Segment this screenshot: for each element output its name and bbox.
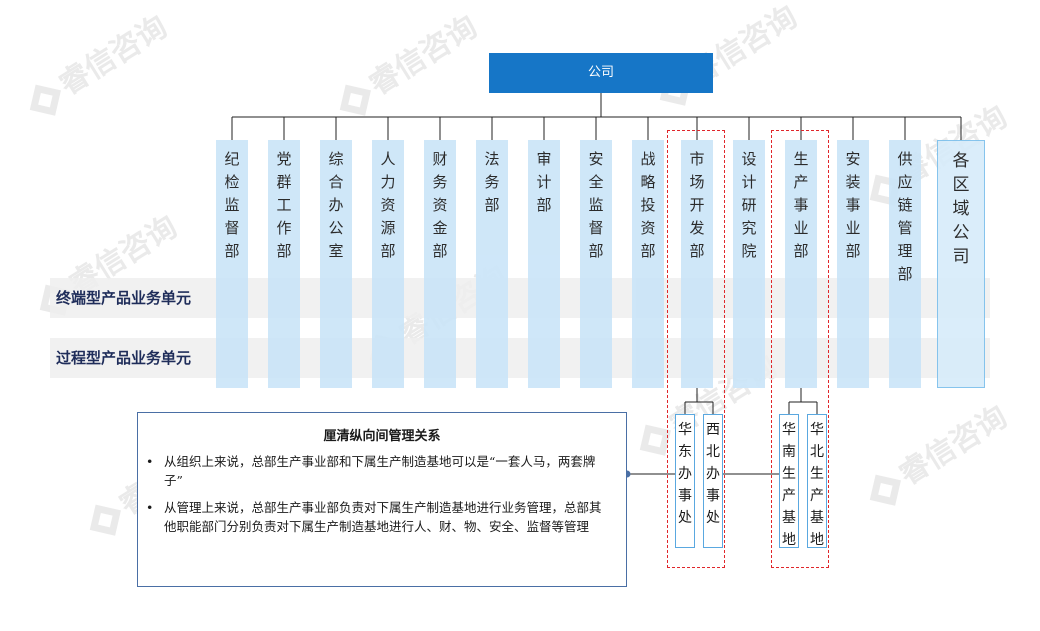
department-label: 安全监督部 [588,150,604,260]
band-label-terminal: 终端型产品业务单元 [56,289,192,307]
department-label: 法务部 [484,150,500,214]
department-label: 供应链管理部 [897,150,913,283]
department-box: 安装事业部 [837,140,869,388]
department-box: 党群工作部 [268,140,300,388]
subunit-label: 华北生产基地 [810,422,824,548]
department-label: 综合办公室 [328,150,344,260]
department-box: 纪检监督部 [216,140,248,388]
department-label: 各区域公司 [952,151,970,267]
department-label: 战略投资部 [640,150,656,260]
department-label: 审计部 [536,150,552,214]
department-box: 审计部 [528,140,560,388]
company-box: 公司 [489,53,713,93]
bullet-icon: • [146,454,154,469]
subunit-box: 华北生产基地 [807,414,827,548]
subunit-box: 西北办事处 [703,414,723,548]
department-box: 设计研究院 [733,140,765,388]
department-label: 设计研究院 [741,150,757,260]
department-box: 战略投资部 [632,140,664,388]
department-label: 市场开发部 [689,150,705,260]
department-box: 法务部 [476,140,508,388]
bullet-icon: • [146,500,154,515]
subunit-label: 华南生产基地 [782,422,796,548]
subunit-label: 西北办事处 [706,422,720,526]
department-box: 安全监督部 [580,140,612,388]
subunit-label: 华东办事处 [678,422,692,526]
department-box: 市场开发部 [681,140,713,388]
department-box: 财务资金部 [424,140,456,388]
note-box: 厘清纵向间管理关系 •从组织上来说，总部生产事业部和下属生产制造基地可以是“一套… [137,412,627,587]
band-label-process: 过程型产品业务单元 [56,349,192,367]
band-process [50,338,990,378]
highlight-production-group [771,130,829,568]
department-label: 党群工作部 [276,150,292,260]
department-box: 生产事业部 [785,140,817,388]
department-box: 综合办公室 [320,140,352,388]
note-item: •从管理上来说，总部生产事业部负责对下属生产制造基地进行业务管理，总部其他职能部… [146,500,602,534]
department-box: 供应链管理部 [889,140,921,388]
subunit-box: 华东办事处 [675,414,695,548]
department-box: 人力资源部 [372,140,404,388]
department-label: 纪检监督部 [224,150,240,260]
department-label: 财务资金部 [432,150,448,260]
band-terminal [50,278,990,318]
department-label: 人力资源部 [380,150,396,260]
department-box: 各区域公司 [937,140,985,388]
department-label: 安装事业部 [845,150,861,260]
highlight-market-group [667,130,725,568]
note-item: •从组织上来说，总部生产事业部和下属生产制造基地可以是“一套人马，两套牌子” [146,454,596,488]
subunit-box: 华南生产基地 [779,414,799,548]
department-label: 生产事业部 [793,150,809,260]
note-title: 厘清纵向间管理关系 [323,429,441,444]
